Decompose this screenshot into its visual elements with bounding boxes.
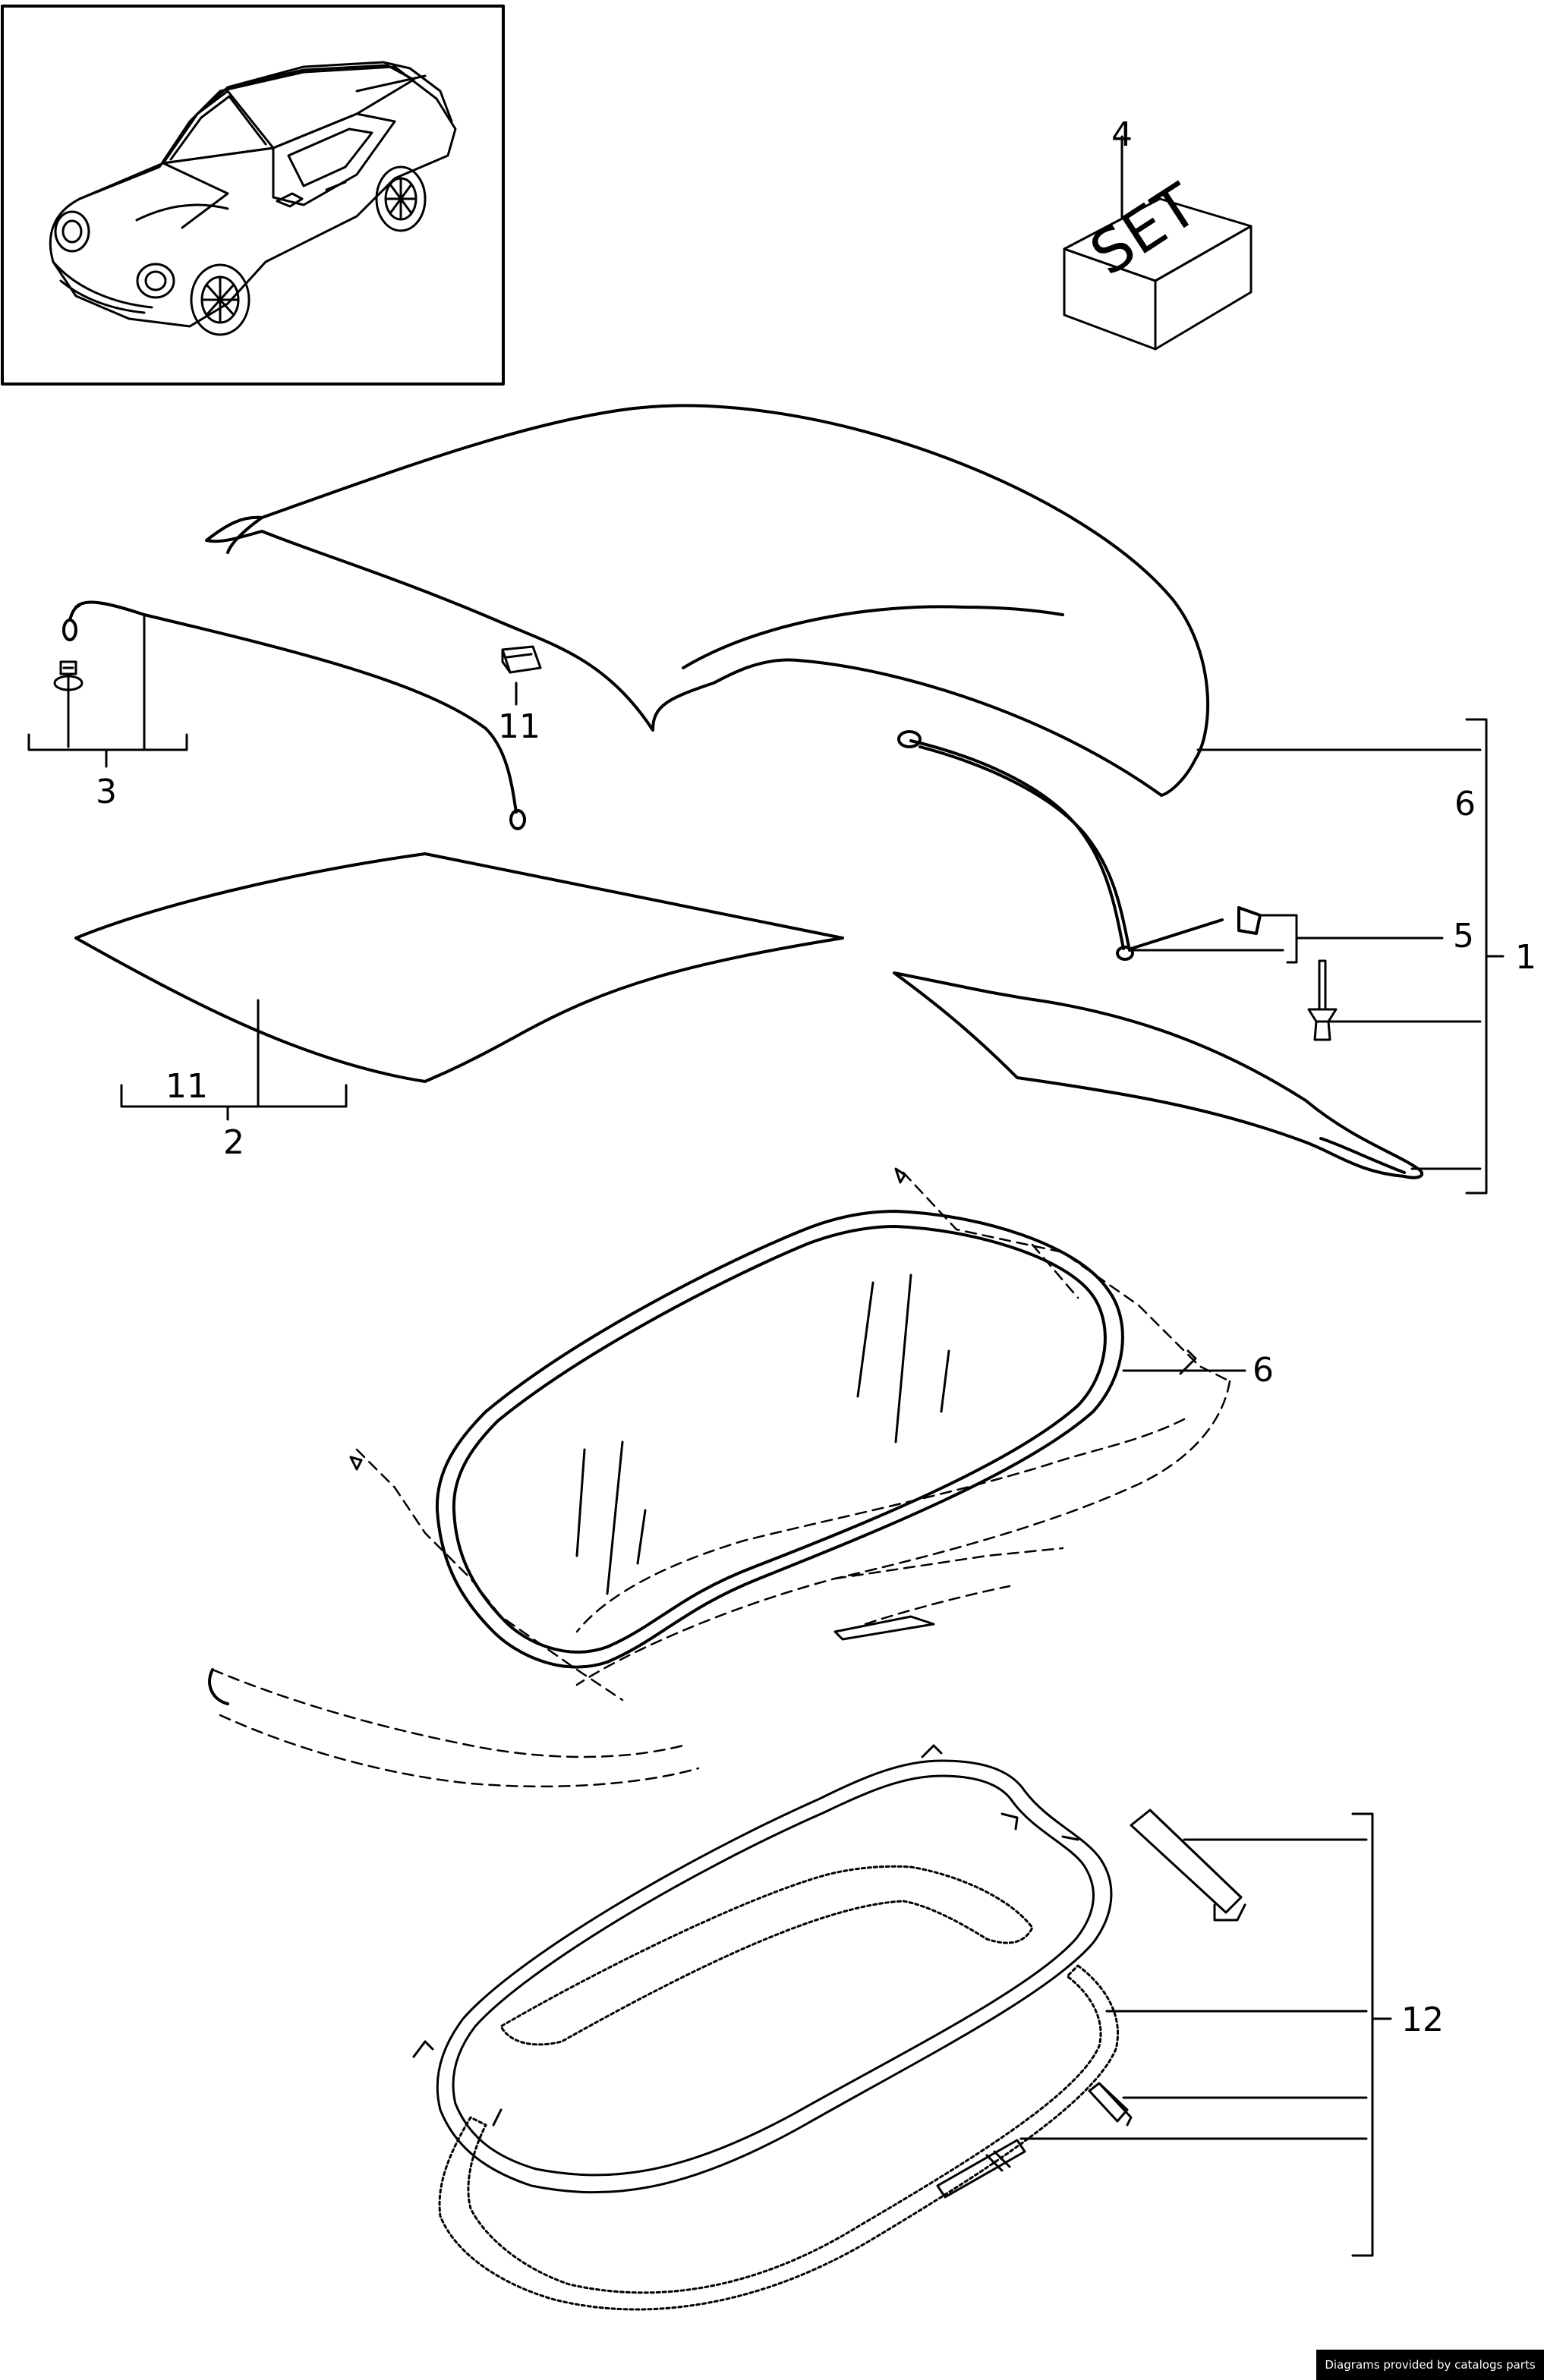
credit-footer: Diagrams provided by catalogs parts (1316, 2350, 1544, 2380)
rear-window-seal (435, 1210, 1124, 1669)
strip-part (936, 2139, 1026, 2199)
guide-rail-part (1130, 1809, 1246, 1922)
window-frame (412, 1744, 1113, 2194)
cable-assembly (62, 600, 526, 830)
rear-window-glass (452, 1225, 1107, 1654)
callout-5: 5 (1453, 917, 1474, 955)
rear-window (208, 1210, 1124, 1705)
callout-4: 4 (1111, 115, 1133, 154)
roof-frame-dashed (211, 1171, 1231, 1788)
callout-3: 3 (96, 773, 117, 811)
roof-cover (205, 404, 1209, 797)
car-thumbnail (1, 5, 505, 386)
set-box (1063, 135, 1253, 351)
seal-gasket (438, 1865, 1120, 2311)
side-trim-strip (893, 971, 1424, 1179)
callout-numbers: 1 2 3 4 5 6 6 11 11 12 (96, 115, 1536, 2039)
wedge-part (1088, 2082, 1133, 2127)
callout-6-window: 6 (1253, 1351, 1274, 1390)
set-box-side (1154, 225, 1253, 351)
callout-2: 2 (223, 1123, 244, 1162)
callout-1: 1 (1515, 938, 1536, 977)
push-pin-part (1307, 959, 1338, 1041)
headliner-panel (74, 852, 844, 1083)
clip-part (501, 645, 542, 701)
side-cable (897, 730, 1262, 961)
callout-12: 12 (1401, 2001, 1444, 2039)
screw-part (53, 660, 84, 748)
car-illustration (49, 61, 457, 336)
callout-11-clip: 11 (498, 707, 540, 746)
callout-6-top: 6 (1454, 785, 1476, 823)
leader-lines (27, 613, 1505, 2257)
frame-brackets (349, 1167, 1197, 1641)
thumbnail-frame (1, 5, 505, 386)
callout-11-panel: 11 (165, 1067, 208, 1106)
set-box-label: SET (1079, 172, 1209, 289)
